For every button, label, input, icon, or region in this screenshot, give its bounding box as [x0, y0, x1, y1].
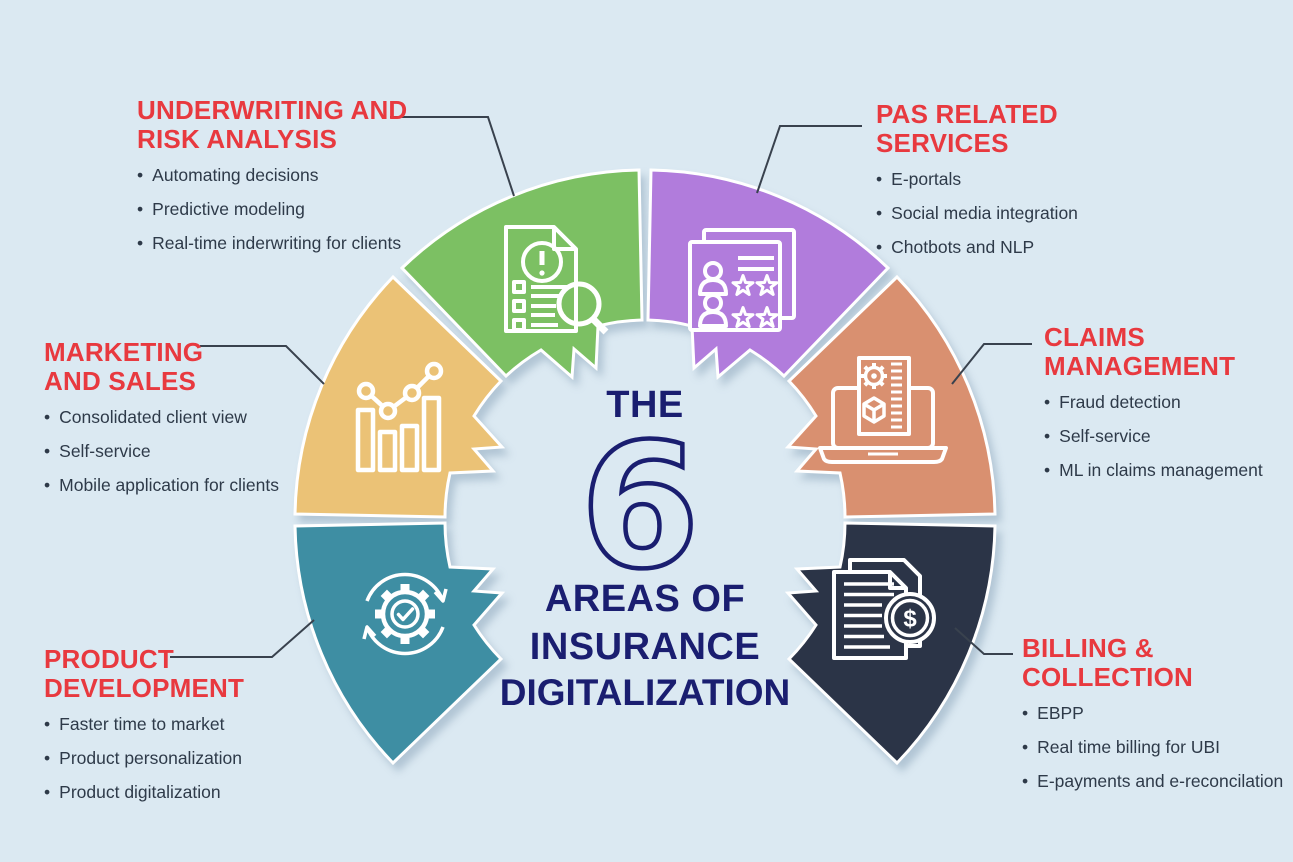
section-bullets: Automating decisions Predictive modeling…: [137, 164, 467, 254]
bullet-item: Product digitalization: [44, 781, 344, 804]
bullet-item: ML in claims management: [1044, 459, 1293, 482]
section-title: CLAIMS MANAGEMENT: [1044, 322, 1236, 382]
bullet-item: Mobile application for clients: [44, 474, 344, 497]
risk-report-magnifier-icon: [504, 225, 609, 335]
bullet-item: Automating decisions: [137, 164, 467, 187]
connector-marketing: [200, 345, 325, 385]
connector-pas: [756, 125, 862, 194]
laptop-automation-icon: [818, 356, 948, 464]
section-bullets: E-portals Social media integration Chotb…: [876, 168, 1176, 258]
section-label-underwriting: UNDERWRITING AND RISK ANALYSIS Automatin…: [137, 95, 467, 265]
connector-underwriting: [390, 116, 515, 197]
center-number-six: 6: [580, 406, 700, 607]
center-title-areas-of: AREAS OF: [544, 578, 746, 620]
section-label-billing: BILLING & COLLECTION EBPP Real time bill…: [1022, 633, 1287, 803]
bullet-item: Chotbots and NLP: [876, 236, 1176, 259]
section-label-claims: CLAIMS MANAGEMENT Fraud detection Self-s…: [1044, 322, 1293, 492]
bullet-item: Fraud detection: [1044, 391, 1293, 414]
bullet-item: Real-time inderwriting for clients: [137, 232, 467, 255]
customer-rating-cards-icon: [688, 228, 796, 332]
invoice-dollar-icon: $: [832, 558, 936, 660]
section-title: MARKETING AND SALES: [44, 337, 204, 397]
section-title: BILLING & COLLECTION: [1022, 633, 1193, 693]
bullet-item: Faster time to market: [44, 713, 344, 736]
section-label-pas: PAS RELATED SERVICES E-portals Social me…: [876, 99, 1176, 269]
section-bullets: EBPP Real time billing for UBI E-payment…: [1022, 702, 1287, 792]
section-bullets: Faster time to market Product personaliz…: [44, 713, 344, 803]
wedge-claims: [784, 274, 997, 519]
wedge-pas: [646, 168, 891, 381]
section-title: UNDERWRITING AND RISK ANALYSIS: [137, 95, 408, 155]
connector-lines: [170, 116, 1032, 658]
wedge-billing: $: [784, 521, 997, 766]
section-label-marketing: MARKETING AND SALES Consolidated client …: [44, 337, 344, 507]
center-title-the: THE: [606, 384, 684, 426]
section-bullets: Fraud detection Self-service ML in claim…: [1044, 391, 1293, 481]
connector-billing: [954, 627, 1013, 655]
bullet-item: E-payments and e-reconcilation: [1022, 770, 1287, 793]
bullet-item: EBPP: [1022, 702, 1287, 725]
center-title-insurance: INSURANCE: [529, 626, 761, 668]
center-title-digitalization: DIGITALIZATION: [499, 672, 791, 713]
bullet-item: Consolidated client view: [44, 406, 344, 429]
bullet-item: Real time billing for UBI: [1022, 736, 1287, 759]
wedge-shape: [293, 521, 506, 766]
bullet-item: Product personalization: [44, 747, 344, 770]
section-title: PRODUCT DEVELOPMENT: [44, 644, 245, 704]
bullet-item: Social media integration: [876, 202, 1176, 225]
bullet-item: Self-service: [1044, 425, 1293, 448]
growth-bar-chart-icon: [355, 361, 444, 473]
bullet-item: Self-service: [44, 440, 344, 463]
wedge-underwriting: [399, 168, 644, 381]
wedge-product: [293, 521, 506, 766]
gear-cycle-check-icon: [362, 572, 448, 656]
section-title: PAS RELATED SERVICES: [876, 99, 1058, 159]
connector-claims: [951, 343, 1032, 385]
section-label-product: PRODUCT DEVELOPMENT Faster time to marke…: [44, 644, 344, 814]
bullet-item: E-portals: [876, 168, 1176, 191]
wedge-marketing: [293, 274, 506, 519]
bullet-item: Predictive modeling: [137, 198, 467, 221]
dollar-glyph: $: [903, 606, 917, 633]
section-bullets: Consolidated client view Self-service Mo…: [44, 406, 344, 496]
connector-product: [170, 619, 315, 658]
